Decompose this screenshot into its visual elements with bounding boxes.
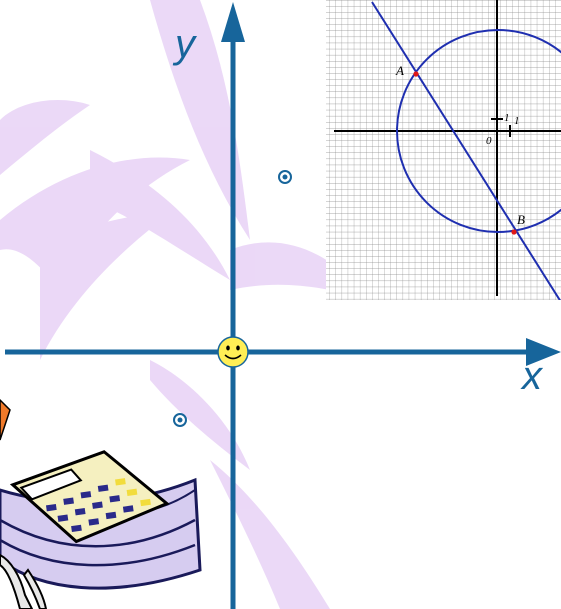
grid-line — [371, 1, 561, 300]
grid-circle — [396, 29, 561, 233]
unit-y-label: 1 — [504, 112, 510, 124]
grid-lines — [326, 0, 561, 300]
unit-x-label: 1 — [514, 115, 520, 127]
origin-label: 0 — [486, 135, 492, 147]
x-axis-arrow — [526, 338, 561, 366]
point-a-label: A — [396, 63, 404, 78]
y-axis-arrow — [221, 2, 245, 42]
point-b — [511, 229, 517, 235]
y-axis-label: y — [175, 22, 195, 66]
bullet-icon — [278, 170, 292, 184]
x-axis-label: x — [522, 354, 542, 398]
point-a — [413, 71, 419, 77]
point-b-label: B — [517, 212, 525, 227]
bullet-icon — [173, 413, 187, 427]
